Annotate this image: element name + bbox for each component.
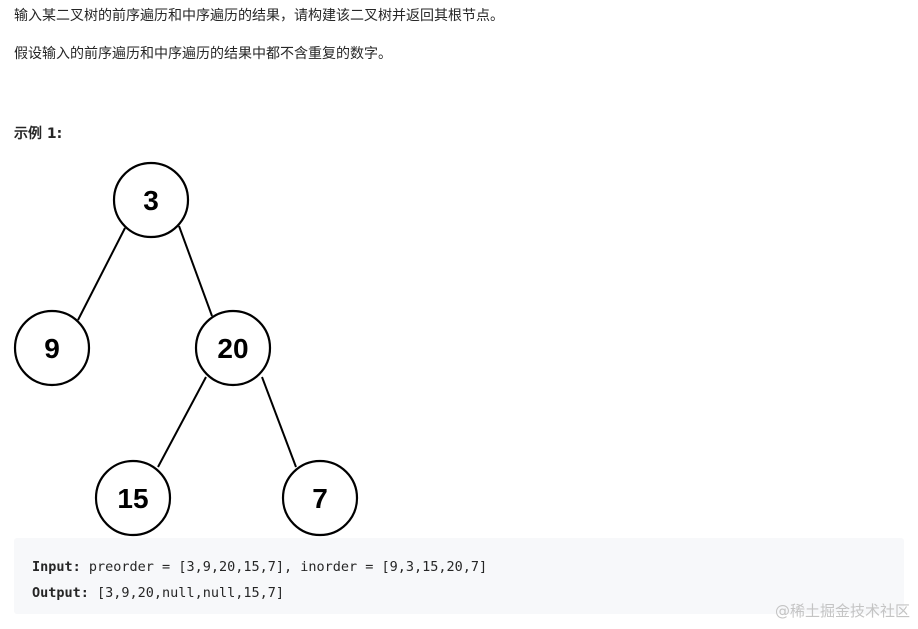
output-value: [3,9,20,null,null,15,7]: [88, 585, 284, 601]
tree-edges: [77, 225, 297, 468]
tree-node-20: 20: [194, 309, 272, 387]
node-label: 3: [143, 185, 159, 216]
example-heading: 示例 1:: [14, 126, 63, 142]
node-label: 20: [217, 333, 248, 364]
input-key: Input:: [32, 559, 81, 575]
problem-description: 输入某二叉树的前序遍历和中序遍历的结果，请构建该二叉树并返回其根节点。: [14, 8, 504, 24]
edge-3-9: [77, 227, 126, 321]
problem-constraint: 假设输入的前序遍历和中序遍历的结果中都不含重复的数字。: [14, 46, 392, 62]
output-line: Output: [3,9,20,null,null,15,7]: [32, 580, 904, 606]
example-code-block: Input: preorder = [3,9,20,15,7], inorder…: [14, 538, 904, 614]
node-label: 7: [312, 483, 328, 514]
binary-tree-diagram: 3 9 20 15 7: [13, 161, 359, 537]
tree-node-7: 7: [281, 459, 359, 537]
tree-node-9: 9: [13, 309, 91, 387]
edge-20-15: [157, 376, 207, 468]
edge-3-20: [178, 225, 213, 317]
input-line: Input: preorder = [3,9,20,15,7], inorder…: [32, 554, 904, 580]
watermark: @稀土掘金技术社区: [774, 602, 910, 620]
edge-20-7: [261, 376, 297, 468]
tree-node-15: 15: [94, 459, 172, 537]
node-label: 15: [117, 483, 148, 514]
node-label: 9: [44, 333, 60, 364]
tree-node-3: 3: [112, 161, 190, 239]
input-value: preorder = [3,9,20,15,7], inorder = [9,3…: [80, 559, 488, 575]
output-key: Output:: [32, 585, 89, 601]
